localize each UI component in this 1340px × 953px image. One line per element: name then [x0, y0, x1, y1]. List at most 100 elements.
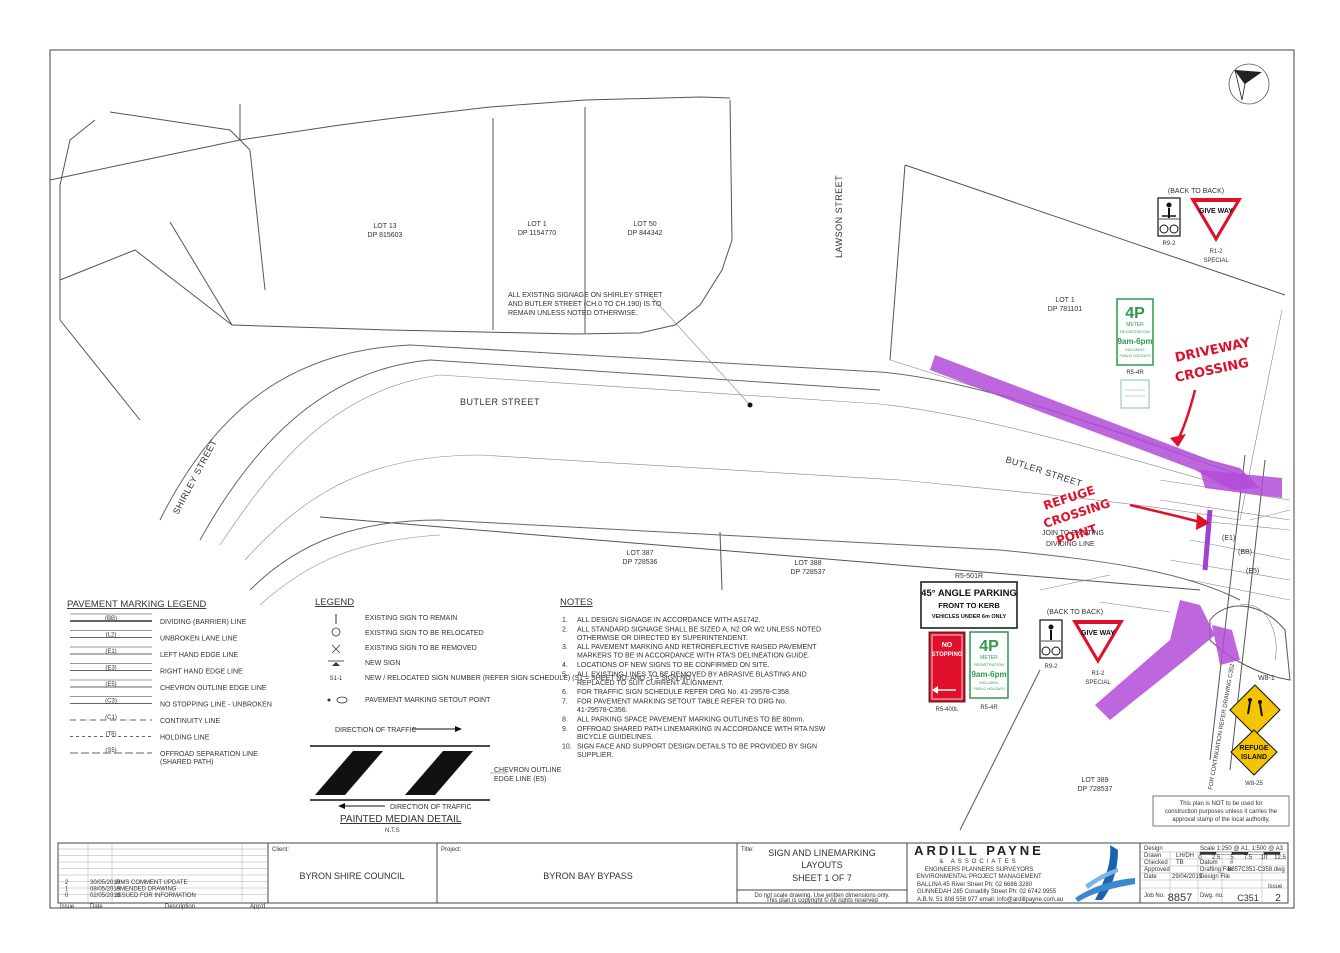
r5-501r-label: R5-501R — [955, 573, 983, 580]
note-item: 2.ALL STANDARD SIGNAGE SHALL BE SIZED A,… — [562, 626, 821, 641]
svg-text:DIRECTION OF TRAFFIC: DIRECTION OF TRAFFIC — [335, 727, 417, 734]
svg-text:This plan is NOT to be used fo: This plan is NOT to be used for — [1180, 801, 1263, 807]
pedestrian-warning-sign — [1229, 684, 1281, 736]
svg-text:Approved: Approved — [1144, 867, 1170, 873]
pavement-legend-row: (T8) HOLDING LINE — [70, 732, 210, 742]
note-number: 6. — [562, 689, 568, 696]
note-text: OFFROAD SHARED PATH LINEMARKING IN ACCOR… — [577, 726, 826, 733]
red-annotation-arrows — [1129, 389, 1210, 530]
svg-text:Job No.: Job No. — [1144, 893, 1165, 899]
svg-text:Design File: Design File — [1200, 874, 1231, 880]
svg-text:BALLINA 45 River Street: BALLINA 45 River Street Ph: 02 6686 3280 — [917, 882, 1033, 888]
note-number: 10. — [562, 744, 572, 751]
svg-text:VEHICLES UNDER 6m ONLY: VEHICLES UNDER 6m ONLY — [932, 614, 1007, 620]
pavement-legend-desc: UNBROKEN LANE LINE — [160, 636, 238, 643]
note-text: SIGN FACE AND SUPPORT DESIGN DETAILS TO … — [577, 744, 817, 751]
pavement-legend-row: (L2)UNBROKEN LANE LINE — [70, 630, 238, 643]
pavement-legend-desc: NO STOPPING LINE - UNBROKEN — [160, 702, 272, 709]
pavement-legend-code: (BB) — [105, 616, 117, 622]
lawson-street-label: LAWSON STREET — [834, 175, 844, 258]
pavement-legend-desc: HOLDING LINE — [160, 735, 210, 742]
note-item: 1.ALL DESIGN SIGNAGE IN ACCORDANCE WITH … — [562, 617, 760, 624]
svg-text:PUBLIC HOLIDAYS: PUBLIC HOLIDAYS — [973, 687, 1005, 691]
back-to-back-label-2: (BACK TO BACK) — [1047, 609, 1103, 616]
scale-tick-label: 0 — [1198, 855, 1202, 861]
pavement-legend-code: (T8) — [106, 732, 117, 738]
shared-path-sign: R9-2 — [1157, 197, 1181, 247]
revision-desc: RMS COMMENT UPDATE — [116, 880, 187, 886]
svg-text:S1-1: S1-1 — [330, 676, 343, 682]
join-existing-label: JOIN TO EXISTING — [1042, 530, 1104, 537]
svg-text:approval stamp of the local au: approval stamp of the local authority. — [1172, 817, 1270, 823]
lot-388-label: LOT 388 — [794, 560, 821, 567]
symbol-legend: LEGEND S1-1 EXISTING SIGN TO REMAIN EXIS… — [315, 597, 695, 704]
note-text: MARKERS TO BE IN ACCORDANCE WITH RTA'S D… — [577, 653, 810, 660]
revision-desc: AMENDED DRAWING — [116, 887, 177, 893]
note-item: 6.FOR TRAFFIC SIGN SCHEDULE REFER DRG No… — [562, 689, 791, 696]
painted-median-detail: DIRECTION OF TRAFFIC CHEVRON OUTLINE EDG… — [310, 726, 562, 834]
svg-text:ISLAND: ISLAND — [1241, 754, 1267, 761]
lot-387-dp: DP 728536 — [623, 559, 658, 566]
disclaimer-box: This plan is NOT to be used for construc… — [1152, 795, 1290, 827]
note-item: 9. OFFROAD SHARED PATH LINEMARKING IN ACC… — [562, 726, 826, 741]
svg-text:REFUGE: REFUGE — [1239, 745, 1269, 752]
shirley-street-label: SHIRLEY STREET — [171, 438, 219, 516]
svg-text:W8-25: W8-25 — [1245, 781, 1263, 787]
svg-text:NO: NO — [942, 642, 953, 649]
svg-text:PUBLIC HOLIDAYS: PUBLIC HOLIDAYS — [1119, 354, 1151, 358]
shared-path-highlight — [930, 355, 1282, 720]
note-text: ALL EXISTING LINES TO BE REMOVED BY ABRA… — [577, 671, 807, 678]
note-number: 9. — [562, 726, 568, 733]
svg-text:N.T.S: N.T.S — [385, 828, 400, 834]
butler-street-east-label: BUTLER STREET — [1004, 454, 1083, 488]
w8-1-label: W8-1 — [1258, 675, 1275, 682]
north-arrow-icon — [1228, 63, 1270, 105]
svg-text:EDGE LINE (E5): EDGE LINE (E5) — [494, 776, 547, 783]
svg-text:GIVE WAY: GIVE WAY — [1199, 208, 1233, 215]
pavement-legend-desc: OFFROAD SEPARATION LINE — [160, 751, 258, 758]
angle-parking-sign: 45° ANGLE PARKING FRONT TO KERB VEHICLES… — [920, 581, 1018, 629]
lot-387-label: LOT 387 — [626, 550, 653, 557]
refuge-crossing-annotation: REFUGE CROSSING POINT — [1042, 483, 1112, 548]
four-p-parking-sign-1: 4P METER REGISTRATION 9am-6pm INCLUDING … — [1116, 298, 1154, 409]
lot-50-label: LOT 50 — [633, 221, 656, 228]
lot-389-dp: DP 728537 — [1078, 786, 1113, 793]
svg-text:App'd: App'd — [250, 904, 265, 910]
revision-desc: ISSUED FOR INFORMATION — [116, 893, 196, 899]
note-item: 5. ALL EXISTING LINES TO BE REMOVED BY AB… — [562, 671, 807, 686]
svg-text:METER: METER — [1126, 322, 1144, 328]
svg-text:REGISTRATION: REGISTRATION — [1120, 329, 1150, 334]
note-item: 10. SIGN FACE AND SUPPORT DESIGN DETAILS … — [562, 744, 817, 759]
svg-text:ENVIRONMENTAL PROJECT MANAGE: ENVIRONMENTAL PROJECT MANAGEMENT — [916, 874, 1042, 880]
callout-leader — [649, 294, 1171, 613]
note-text: ALL STANDARD SIGNAGE SHALL BE SIZED A, N… — [577, 626, 821, 633]
no-stopping-sign: NO STOPPING R5-400L — [928, 631, 966, 713]
note-item: 3.ALL PAVEMENT MARKING AND RETROREFLECTI… — [562, 644, 817, 659]
svg-text:EXISTING SIGN TO REMAIN: EXISTING SIGN TO REMAIN — [365, 615, 457, 622]
svg-text:SPECIAL: SPECIAL — [1085, 680, 1111, 686]
pavement-legend-desc: DIVIDING (BARRIER) LINE — [160, 619, 247, 626]
note-text: ALL PARKING SPACE PAVEMENT MARKING OUTLI… — [577, 716, 804, 723]
drawing-title-1: SIGN AND LINEMARKING — [768, 848, 876, 858]
pavement-legend-code: (E3) — [105, 666, 116, 672]
svg-text:4P: 4P — [979, 638, 999, 655]
butler-street-label: BUTLER STREET — [460, 397, 540, 407]
shared-path-sign-2: R9-2 — [1039, 619, 1063, 670]
note-item: 7.FOR PAVEMENT MARKING SETOUT TABLE REFE… — [562, 699, 787, 714]
svg-text:45° ANGLE PARKING: 45° ANGLE PARKING — [921, 588, 1017, 599]
scale-tick-label: 7.5 — [1244, 855, 1253, 861]
svg-text:METER: METER — [980, 655, 998, 661]
notes-block: NOTES 1.ALL DESIGN SIGNAGE IN ACCORDANCE… — [560, 597, 826, 759]
svg-text:ENGINEERS PLANNERS SURVEYORS: ENGINEERS PLANNERS SURVEYORS — [925, 867, 1034, 873]
svg-text:Date: Date — [1144, 874, 1157, 880]
pavement-legend-code: (C3) — [105, 699, 117, 705]
dividing-line-label: DIVIDING LINE — [1046, 541, 1095, 548]
svg-text:FRONT TO KERB: FRONT TO KERB — [938, 601, 1000, 610]
note-number: 5. — [562, 671, 568, 678]
revision-date: 08/05/2019 — [90, 887, 121, 893]
svg-text:Scale 1:250 @ A1, 1:500 @ A3: Scale 1:250 @ A1, 1:500 @ A3 — [1200, 846, 1284, 852]
